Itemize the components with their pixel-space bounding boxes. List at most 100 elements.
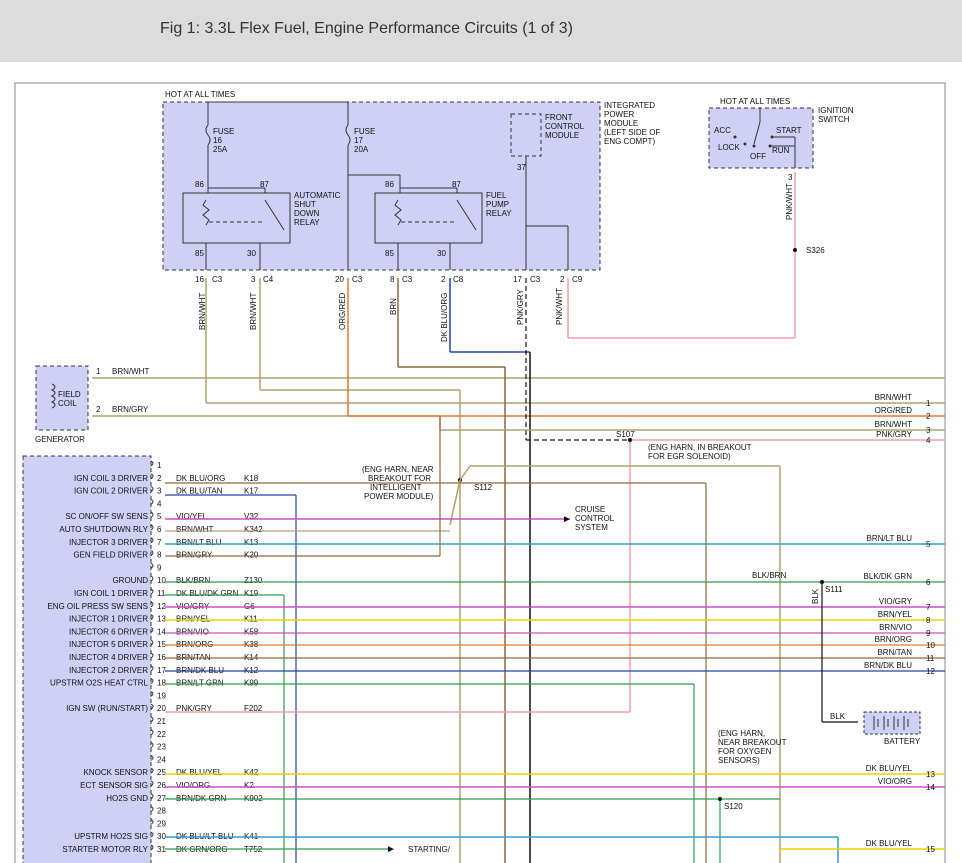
ipm-conn-4-pin: 8 [390, 275, 395, 284]
pcm-pin-wire: BRN/WHT [176, 525, 213, 534]
pcm-pin-terminal [150, 460, 154, 467]
splice-s120-note-2: NEAR BREAKOUT [718, 738, 787, 747]
ipm-box [162, 101, 601, 271]
right-wire-name: PNK/GRY [876, 430, 913, 439]
pcm-pin-terminal [150, 831, 154, 838]
pcm-pin-number: 20 [157, 704, 166, 713]
pcm-box [22, 455, 152, 863]
starting-label: STARTING/ [408, 845, 451, 854]
pcm-pin-wire: DK BLU/TAN [176, 487, 223, 496]
pcm-pin-number: 18 [157, 679, 166, 688]
ipm-label-4: (LEFT SIDE OF [604, 128, 660, 137]
pcm-pin-number: 22 [157, 730, 166, 739]
right-wire-number: 9 [926, 629, 931, 638]
pcm-pin-circuit: K58 [244, 627, 259, 636]
pcm-pin-wire: BRN/GRY [176, 551, 213, 560]
pcm-pin-terminal [150, 575, 154, 582]
wire-label-dk-blu-org: DK BLU/ORG [440, 293, 449, 342]
pcm-pin-terminal [150, 690, 154, 697]
ipm-conn-5-conn: C8 [453, 275, 464, 284]
pcm-pin-label: KNOCK SENSOR [84, 768, 149, 777]
fp-pin-86: 86 [385, 180, 394, 189]
pcm-pin-circuit: Z130 [244, 576, 263, 585]
pcm-pin-terminal [150, 780, 154, 787]
right-wire-name: DK BLU/YEL [866, 764, 913, 773]
wire-label-brn-wht-1: BRN/WHT [198, 293, 207, 330]
asd-pin-87: 87 [260, 180, 269, 189]
ipm-conn-7-pin: 2 [560, 275, 565, 284]
right-wire-name: BRN/TAN [877, 648, 912, 657]
fcm-pin: 37 [517, 163, 526, 172]
fuse-17-symbol [345, 124, 351, 146]
asd-pin-30: 30 [247, 249, 256, 258]
splice-s326: S326 [806, 246, 825, 255]
pcm-pin-terminal [150, 550, 154, 556]
pcm-pin-circuit: K42 [244, 768, 259, 777]
field-coil-label-2: COIL [58, 399, 77, 408]
fp-coil [394, 199, 402, 226]
pcm-pin-wire: DK BLU/DK GRN [176, 589, 238, 598]
splice-s112-note-3: INTELLIGENT [370, 483, 422, 492]
pcm-pin-terminal [150, 818, 154, 825]
battery-icon [863, 711, 921, 735]
splice-s112-note-2: BREAKOUT FOR [368, 474, 431, 483]
pcm-pin-number: 8 [157, 551, 162, 560]
pcm-pin-label: INJECTOR 6 DRIVER [69, 627, 148, 636]
pcm-pin-terminal [150, 524, 154, 531]
pcm-pin-number: 24 [157, 755, 166, 764]
pcm-pin-number: 12 [157, 602, 166, 611]
ipm-label-3: MODULE [604, 119, 638, 128]
splice-s112: S112 [474, 483, 493, 492]
pcm-pin-number: 31 [157, 845, 166, 854]
ipm-conn-2-conn: C4 [263, 275, 274, 284]
right-wire-number: 7 [926, 603, 931, 612]
ipm-hot-label: HOT AT ALL TIMES [165, 90, 235, 99]
splice-s111-blk: BLK [811, 588, 820, 604]
pcm-pin-number: 19 [157, 691, 166, 700]
page-title: Fig 1: 3.3L Flex Fuel, Engine Performanc… [160, 20, 573, 37]
diagram-frame [14, 82, 946, 863]
right-wire-name: BRN/YEL [878, 610, 913, 619]
pcm-pin-terminal [150, 678, 154, 684]
right-wire-name: DK BLU/YEL [866, 839, 913, 848]
pcm-pin-wire: BLK/BRN [176, 576, 210, 585]
pcm-pin-label: INJECTOR 3 DRIVER [69, 538, 148, 547]
pcm-pin-number: 7 [157, 538, 162, 547]
right-wire-name: BRN/LT BLU [867, 534, 913, 543]
right-wire-name: BRN/WHT [875, 393, 912, 402]
pcm-pin-terminal [150, 614, 154, 620]
wire-label-org-red: ORG/RED [338, 292, 347, 330]
pcm-pin-wire: BRN/YEL [176, 615, 211, 624]
right-wire-name: BRN/VIO [879, 623, 912, 632]
pcm-pin-label: INJECTOR 1 DRIVER [69, 615, 148, 624]
splice-s120-note-3: FOR OXYGEN [718, 747, 772, 756]
splice-s107: S107 [616, 430, 635, 439]
pcm-pin-terminal [150, 767, 154, 774]
cruise-arrow-icon: ► [562, 514, 572, 525]
pcm-pin-number: 13 [157, 615, 166, 624]
pcm-pin-number: 9 [157, 563, 162, 572]
splice-s107-dot [628, 438, 632, 442]
pcm-pin-number: 25 [157, 768, 166, 777]
pcm-pin-terminal [150, 588, 154, 595]
right-wire-name: BRN/ORG [875, 635, 912, 644]
fuse-16-label-3: 25A [213, 145, 228, 154]
ipm-conn-5-pin: 2 [441, 275, 446, 284]
pcm-pin-terminal [150, 486, 154, 492]
asd-pin-85: 85 [195, 249, 204, 258]
pcm-pin-number: 14 [157, 627, 166, 636]
wire-label-pnk-wht: PNK/WHT [555, 288, 564, 325]
pcm-pin-number: 29 [157, 819, 166, 828]
asd-relay-label-1: AUTOMATIC [294, 191, 341, 200]
pcm-pin-circuit: K17 [244, 487, 259, 496]
battery-label: BATTERY [884, 737, 921, 746]
right-wire-number: 1 [926, 399, 931, 408]
ignition-pos-run: RUN [772, 146, 790, 155]
right-wire-name: BLK/DK GRN [864, 572, 913, 581]
pcm-pin-number: 16 [157, 653, 166, 662]
ipm-conn-2-pin: 3 [251, 275, 256, 284]
ignition-pos-lock: LOCK [718, 143, 740, 152]
right-wire-number: 3 [926, 426, 931, 435]
ignition-label-2: SWITCH [818, 115, 850, 124]
fcm-label-2: CONTROL [545, 122, 585, 131]
